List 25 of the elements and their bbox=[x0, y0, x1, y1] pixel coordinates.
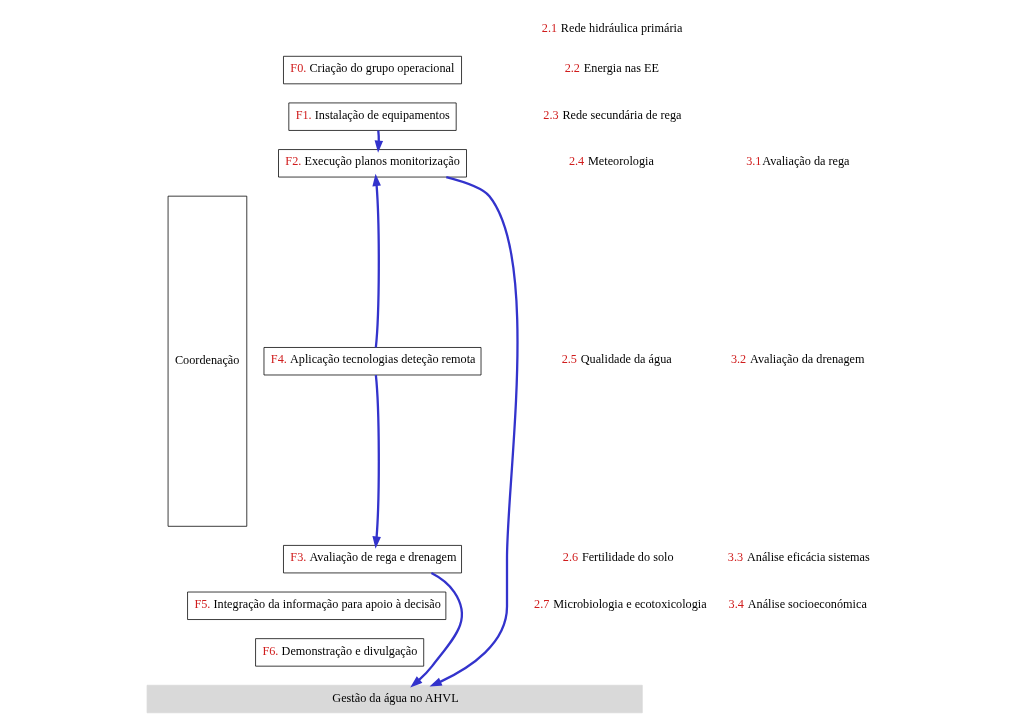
node-box: F1. Instalação de equipamentos bbox=[288, 102, 457, 131]
label: 2.2 Energia nas EE bbox=[564, 61, 659, 76]
label: 2.7 Microbiologia e ecotoxicologia bbox=[534, 596, 707, 611]
arrow bbox=[372, 375, 381, 549]
node-box: F6. Demonstração e divulgação bbox=[255, 638, 425, 667]
label: 3.1Avaliação da rega bbox=[746, 154, 850, 169]
node-box: Gestão da água no AHVL bbox=[146, 684, 643, 714]
label: 3.3 Análise eficácia sistemas bbox=[727, 550, 870, 565]
arrow bbox=[374, 130, 384, 153]
label: 2.6 Fertilidade do solo bbox=[562, 550, 674, 565]
node-box: F3. Avaliação de rega e drenagem bbox=[283, 545, 462, 574]
node-box: F0. Criação do grupo operacional bbox=[283, 55, 462, 85]
label: 2.3 Rede secundária de rega bbox=[543, 107, 682, 122]
label: 2.5 Qualidade da água bbox=[561, 352, 672, 367]
label: 3.2 Avaliação da drenagem bbox=[730, 352, 865, 367]
arrow bbox=[372, 173, 381, 348]
node-box: F2. Execução planos monitorização bbox=[278, 149, 467, 178]
arrow bbox=[429, 175, 519, 687]
arrow bbox=[410, 571, 463, 688]
label: 2.4 Meteorologia bbox=[568, 154, 654, 169]
node-box: F4. Aplicação tecnologias deteção remota bbox=[263, 347, 482, 376]
label: 2.1 Rede hidráulica primária bbox=[541, 21, 683, 36]
node-box: F5. Integração da informação para apoio à decisão bbox=[187, 591, 447, 620]
label: 3.4 Análise socioeconómica bbox=[728, 596, 867, 611]
node-box: Coordenação bbox=[167, 195, 248, 527]
